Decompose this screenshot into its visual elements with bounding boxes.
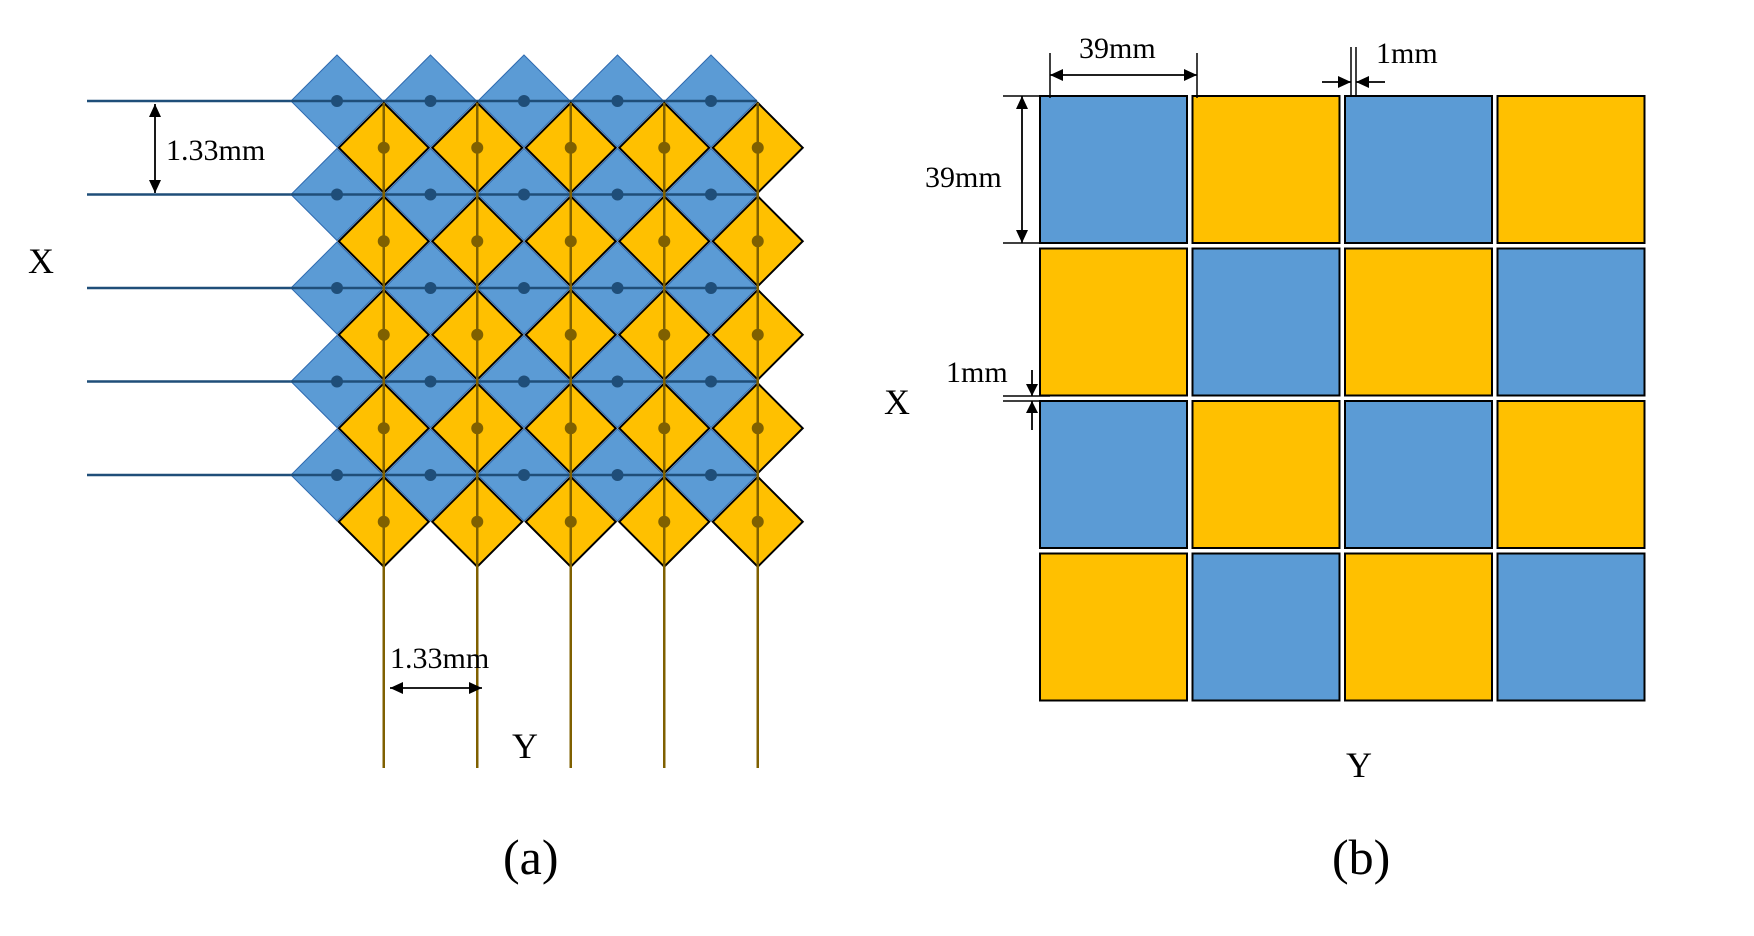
panel-a-caption: (a) bbox=[503, 829, 559, 885]
y-via-dot bbox=[377, 328, 390, 341]
x-via-dot bbox=[424, 188, 437, 201]
y-via-dot bbox=[471, 235, 484, 248]
square-pad bbox=[1039, 400, 1188, 549]
square-pad bbox=[1191, 400, 1341, 549]
x-via-dot bbox=[611, 282, 624, 294]
horizontal-gap-dimension: 1mm bbox=[1322, 37, 1438, 97]
col-pitch-dimension: 1.33mm bbox=[390, 642, 489, 694]
square-pad bbox=[1344, 400, 1493, 549]
col-pitch-label: 1.33mm bbox=[390, 642, 489, 675]
square-pad bbox=[1496, 95, 1646, 244]
panel-a-x-axis-label: X bbox=[28, 241, 54, 281]
y-via-dot bbox=[751, 422, 764, 435]
x-via-dot bbox=[705, 188, 717, 201]
square-pad bbox=[1344, 95, 1493, 244]
square-pad bbox=[1191, 552, 1341, 702]
vertical-gap-dimension: 1mm bbox=[946, 356, 1050, 430]
y-via-dot bbox=[658, 235, 671, 248]
via-dots bbox=[331, 95, 764, 528]
x-electrode-lead-lines bbox=[87, 99, 291, 477]
y-via-dot bbox=[658, 515, 671, 528]
panel-b-x-axis-label: X bbox=[884, 382, 910, 422]
horizontal-gap-label: 1mm bbox=[1376, 37, 1438, 70]
y-via-dot bbox=[471, 141, 484, 154]
y-via-dot bbox=[564, 515, 577, 528]
x-via-dot bbox=[518, 95, 530, 107]
y-via-dot bbox=[471, 422, 484, 435]
y-via-dot bbox=[658, 141, 671, 154]
x-via-dot bbox=[611, 375, 624, 388]
y-via-dot bbox=[471, 328, 484, 341]
y-via-dot bbox=[658, 328, 671, 341]
row-pitch-label: 1.33mm bbox=[166, 134, 265, 167]
x-via-dot bbox=[611, 188, 624, 201]
square-pad-grid bbox=[1039, 95, 1646, 702]
x-via-dot bbox=[611, 469, 624, 481]
square-pad bbox=[1496, 552, 1646, 702]
y-via-dot bbox=[377, 422, 390, 435]
x-via-dot bbox=[424, 95, 437, 107]
panel-a-diamond-electrodes: 1.33mm 1.33mm X Y (a) bbox=[28, 54, 805, 885]
y-via-dot bbox=[751, 141, 764, 154]
square-pad bbox=[1191, 247, 1341, 397]
square-pad bbox=[1039, 95, 1188, 244]
vertical-gap-label: 1mm bbox=[946, 356, 1008, 389]
x-via-dot bbox=[705, 469, 717, 481]
panel-a-y-axis-label: Y bbox=[512, 726, 538, 766]
y-via-dot bbox=[658, 422, 671, 435]
square-pad bbox=[1496, 400, 1646, 549]
x-via-dot bbox=[424, 375, 437, 388]
x-via-dot bbox=[518, 282, 530, 294]
pad-height-dimension: 39mm bbox=[925, 95, 1050, 244]
y-electrode-lead-lines bbox=[382, 102, 759, 768]
square-pad bbox=[1344, 552, 1493, 702]
square-pad bbox=[1344, 247, 1493, 397]
square-pad bbox=[1039, 552, 1188, 702]
pad-width-dimension: 39mm bbox=[1049, 32, 1198, 98]
x-via-dot bbox=[331, 282, 343, 294]
x-via-dot bbox=[518, 188, 530, 201]
y-via-dot bbox=[751, 235, 764, 248]
square-pad bbox=[1191, 95, 1341, 244]
y-via-dot bbox=[751, 328, 764, 341]
x-via-dot bbox=[331, 188, 343, 201]
square-pad bbox=[1496, 247, 1646, 397]
y-via-dot bbox=[564, 422, 577, 435]
pad-height-label: 39mm bbox=[925, 161, 1002, 194]
y-via-dot bbox=[377, 141, 390, 154]
y-via-dot bbox=[564, 141, 577, 154]
row-pitch-dimension: 1.33mm bbox=[149, 104, 265, 193]
y-via-dot bbox=[564, 235, 577, 248]
panel-b-square-electrodes: 39mm 1mm 39mm 1mm bbox=[884, 32, 1646, 885]
x-via-dot bbox=[331, 95, 343, 107]
y-via-dot bbox=[377, 515, 390, 528]
x-via-dot bbox=[705, 95, 717, 107]
y-via-dot bbox=[377, 235, 390, 248]
panel-b-y-axis-label: Y bbox=[1346, 745, 1372, 785]
y-via-dot bbox=[564, 328, 577, 341]
panel-b-caption: (b) bbox=[1332, 829, 1390, 885]
y-via-dot bbox=[471, 515, 484, 528]
x-via-dot bbox=[705, 375, 717, 388]
y-via-dot bbox=[751, 515, 764, 528]
x-via-dot bbox=[705, 282, 717, 294]
x-via-dot bbox=[611, 95, 624, 107]
square-pad bbox=[1039, 247, 1188, 397]
x-via-dot bbox=[518, 375, 530, 388]
x-via-dot bbox=[424, 282, 437, 294]
x-via-dot bbox=[424, 469, 437, 481]
x-via-dot bbox=[331, 469, 343, 481]
pad-width-label: 39mm bbox=[1079, 32, 1156, 65]
x-via-dot bbox=[331, 375, 343, 388]
x-via-dot bbox=[518, 469, 530, 481]
